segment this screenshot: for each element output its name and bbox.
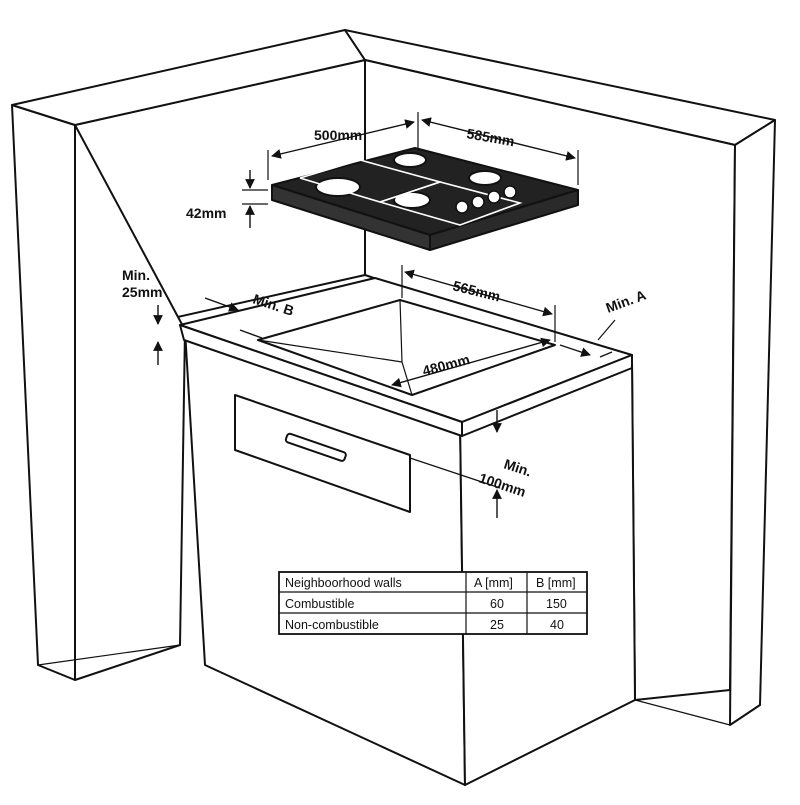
burner-icon — [468, 170, 502, 186]
right-wall-edge — [729, 119, 776, 726]
countertop-side-edge — [461, 354, 633, 437]
pan-support — [379, 181, 523, 226]
burner-icon — [315, 177, 361, 197]
drawer-handle — [284, 432, 347, 462]
knob-icon — [487, 190, 501, 204]
min-top-value: 25mm — [122, 284, 162, 300]
floor-right — [634, 699, 731, 726]
table-cell-a: 25 — [490, 618, 504, 632]
left-wall-edge — [11, 104, 76, 681]
hob-side-edge — [429, 189, 579, 251]
burner-icon — [393, 191, 431, 209]
table-cell-a: 60 — [490, 597, 504, 611]
gas-hob — [271, 147, 579, 251]
table-cell-b: 150 — [546, 597, 567, 611]
min-top-label: Min. — [122, 267, 150, 283]
table-header-walls: Neighboorhood walls — [285, 576, 402, 590]
cutout-inner-back — [257, 339, 403, 363]
knob-icon — [471, 195, 485, 209]
table-row-label: Non-combustible — [285, 618, 379, 632]
dimension-lines — [153, 112, 616, 518]
burner-icon — [393, 152, 427, 168]
hob-height-label: 42mm — [186, 205, 226, 221]
knob-icon — [455, 200, 469, 214]
table-header-b: B [mm] — [536, 576, 576, 590]
table-cell-b: 40 — [550, 618, 564, 632]
table-header-a: A [mm] — [474, 576, 513, 590]
table-row-label: Combustible — [285, 597, 355, 611]
floor-left — [37, 644, 181, 666]
hob-width-label: 500mm — [314, 127, 362, 143]
cabinet — [179, 277, 636, 786]
knob-icon — [503, 185, 517, 199]
clearance-table: Neighboorhood walls A [mm] B [mm] Combus… — [278, 571, 588, 635]
